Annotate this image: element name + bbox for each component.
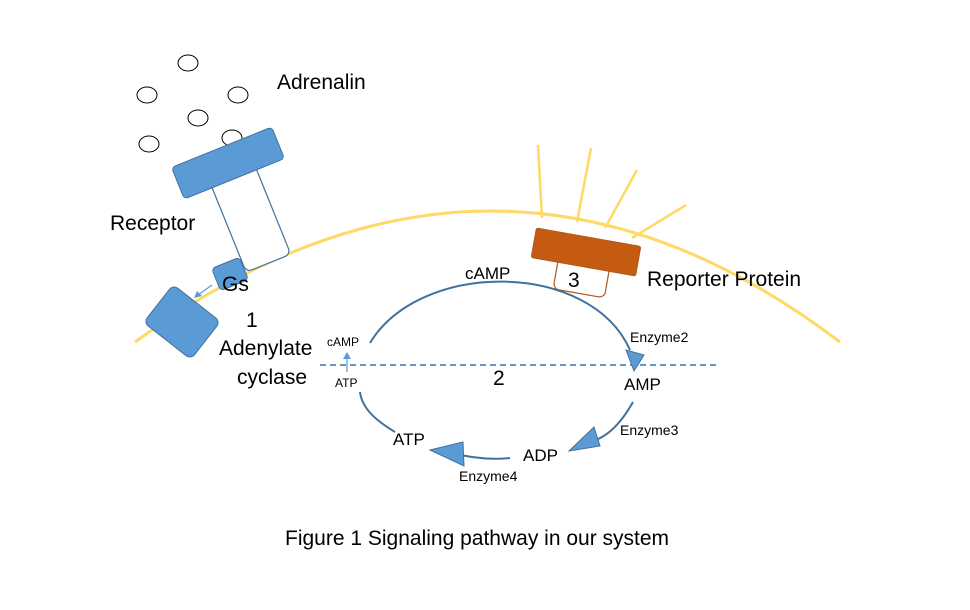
adenylate-cyclase-icon xyxy=(145,286,219,358)
atp-bottom-label: ATP xyxy=(393,430,425,449)
camp-top-label: cAMP xyxy=(465,264,510,283)
enzyme2-arrowhead-icon xyxy=(625,349,645,373)
adrenalin-molecule-icon xyxy=(136,86,158,104)
camp-to-amp-arc xyxy=(369,280,631,351)
step-1-label: 1 xyxy=(246,309,258,332)
enzyme4-arrowhead-icon xyxy=(428,441,465,467)
figure-caption: Figure 1 Signaling pathway in our system xyxy=(285,527,669,550)
gs-to-cyclase-arrow-icon xyxy=(194,284,213,298)
enzyme4-label: Enzyme4 xyxy=(459,468,518,484)
light-rays-icon xyxy=(536,144,687,240)
adrenalin-molecule-icon xyxy=(177,54,199,72)
adrenalin-molecule-icon xyxy=(227,86,249,104)
reporter-protein-icon xyxy=(531,227,641,298)
receptor-icon xyxy=(172,127,290,271)
adp-label: ADP xyxy=(523,446,558,465)
camp-small-label: cAMP xyxy=(327,335,359,349)
atp-to-camp-arrow-icon xyxy=(343,352,351,372)
receptor-label: Receptor xyxy=(110,212,195,235)
cyclase-label: cyclase xyxy=(237,366,307,389)
enzyme2-label: Enzyme2 xyxy=(630,329,689,345)
gs-label: Gs xyxy=(222,273,249,296)
step-2-label: 2 xyxy=(493,367,505,390)
amp-label: AMP xyxy=(624,375,661,394)
atp-return-arc xyxy=(359,391,396,433)
atp-small-label: ATP xyxy=(335,376,357,390)
gs-protein-icon xyxy=(212,257,248,291)
adrenalin-molecule-icon xyxy=(138,135,160,153)
reporter-protein-label: Reporter Protein xyxy=(647,268,801,291)
adrenalin-molecules-icon xyxy=(136,54,249,153)
adrenalin-molecule-icon xyxy=(187,109,209,127)
adenylate-label: Adenylate xyxy=(219,337,312,360)
adrenalin-label: Adrenalin xyxy=(277,71,366,94)
receptor-head xyxy=(172,127,284,199)
reporter-head xyxy=(531,227,641,277)
step-3-label: 3 xyxy=(568,269,580,292)
enzyme3-arrowhead-icon xyxy=(567,426,601,452)
enzyme3-label: Enzyme3 xyxy=(620,422,679,438)
